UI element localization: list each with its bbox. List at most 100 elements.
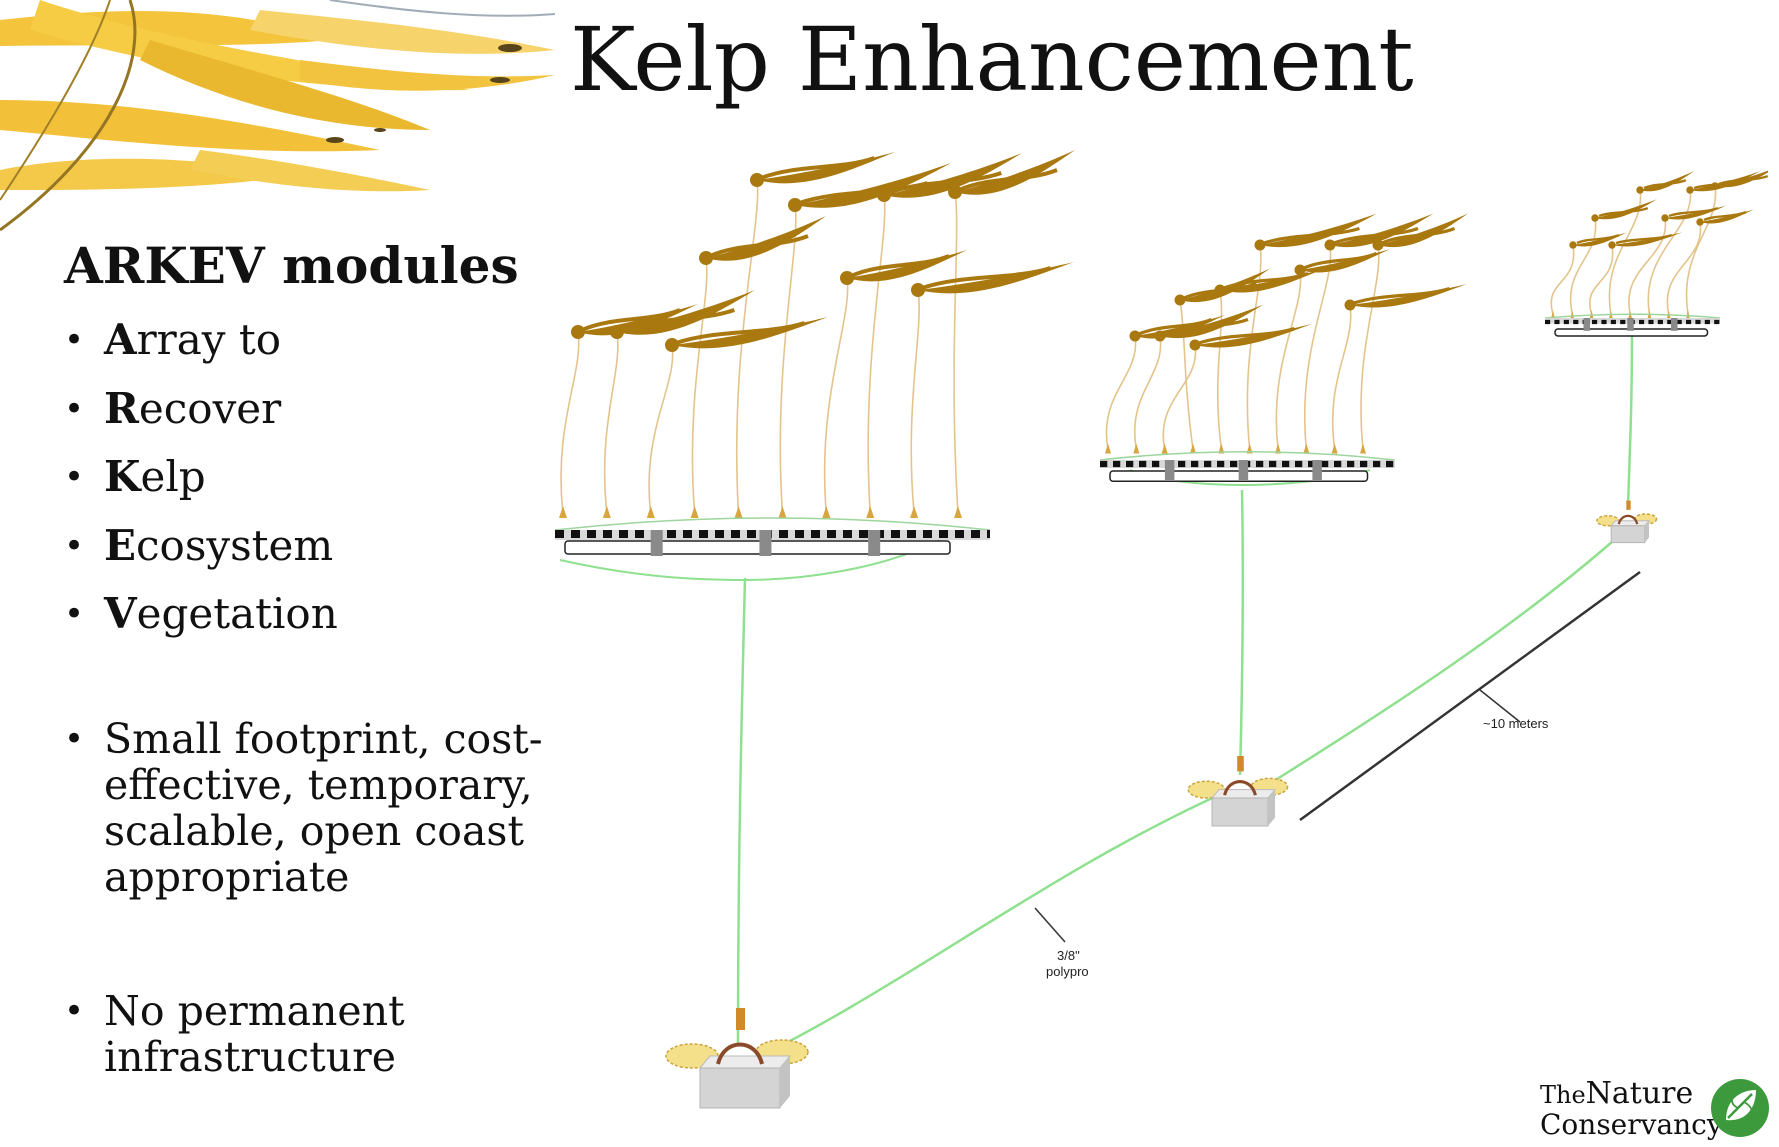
kelp-blade [1668, 206, 1719, 218]
frame-connector [868, 530, 881, 556]
kelp-holdfast [1686, 310, 1690, 319]
kelp-stipe [1685, 185, 1717, 315]
arkev-module-diagram: ~10 meters 3/8" polypro [554, 150, 1768, 1109]
kelp-holdfast [646, 506, 655, 518]
kelp-blade [760, 156, 875, 180]
rope-label-material: polypro [1046, 964, 1089, 979]
kelp-blade [706, 216, 826, 261]
kelp-blade [887, 171, 1002, 195]
kelp-holdfast [1275, 443, 1281, 454]
section-heading: ARKEV modules [64, 236, 519, 295]
anchor-swivel [1237, 756, 1244, 772]
frame-top-line [554, 517, 991, 531]
kelp-stipe [1303, 244, 1332, 450]
kelp-blade [1576, 233, 1620, 245]
kelp-stipe [953, 191, 959, 515]
kelp-stipe [1105, 335, 1137, 450]
acronym-item: Array to [64, 312, 338, 381]
kelp-stipe [910, 289, 920, 515]
acronym-item: Vegetation [64, 586, 338, 655]
kelp-blade [850, 254, 950, 278]
kelp-holdfast [1360, 443, 1366, 454]
kelp-stipe [1589, 244, 1614, 315]
kelp-blade [1598, 206, 1649, 218]
kelp-stipe [735, 179, 759, 515]
anchor-top [1610, 520, 1651, 527]
kelp-holdfast [734, 506, 743, 518]
anchor-block [699, 1067, 781, 1109]
frame-connector [1583, 318, 1590, 331]
page-title: Kelp Enhancement [570, 8, 1414, 111]
kelp-stipe [779, 204, 797, 515]
nature-conservancy-logo: TheNature Conservancy [1540, 1076, 1775, 1146]
distance-pointer [1479, 689, 1521, 723]
kelp-holdfast [1246, 443, 1253, 454]
kelp-blade [1163, 317, 1249, 336]
anchor-side [1644, 520, 1649, 543]
kelp-blade [1330, 213, 1434, 248]
kelp-blade [1715, 170, 1768, 188]
kelp-blade [1138, 317, 1213, 336]
kelp-stipe [1569, 217, 1597, 315]
frame-pipe [564, 540, 951, 555]
kelp-holdfast [1133, 443, 1140, 454]
kelp-blade [1198, 326, 1295, 345]
kelp-blade [617, 290, 755, 335]
kelp-blade [1260, 213, 1377, 248]
kelp-holdfast [602, 506, 611, 518]
kelp-blade [921, 266, 1052, 290]
kelp-stipe [1246, 244, 1262, 450]
anchor-blocks [665, 500, 1658, 1109]
kelp-stipe [1331, 304, 1352, 450]
kelp-stipe [1216, 289, 1223, 450]
anchor-ropes [559, 329, 1634, 1064]
kelp-blade [847, 250, 967, 282]
kelp-stipe [1550, 244, 1575, 315]
module-frames [554, 313, 1721, 556]
frame-top-line [1544, 313, 1721, 319]
kelp-holdfast [954, 506, 962, 518]
kelp-stipes [559, 179, 1717, 518]
kelp-holdfast [1589, 310, 1594, 319]
kelp-blade [578, 304, 698, 336]
kelp-stipe [1275, 269, 1302, 450]
kelp-holdfast [1303, 443, 1310, 454]
anchor-side [780, 1056, 790, 1108]
note-item: No permanent infrastructure [64, 988, 584, 1080]
frame-connector [1627, 318, 1634, 331]
acronym-item: Kelp [64, 449, 338, 518]
anchor-block [1211, 797, 1269, 827]
kelp-blade [1303, 251, 1378, 270]
kelp-blade [1333, 226, 1419, 245]
anchor-shackle [1223, 780, 1257, 796]
kelp-stipe [560, 331, 580, 515]
kelp-blade [1595, 199, 1658, 220]
kelp-blades [571, 150, 1768, 352]
kelp-holdfast [1161, 443, 1168, 454]
anchor-shackle [716, 1042, 764, 1065]
kelp-blade [1573, 232, 1627, 247]
anchor-shackle [1617, 514, 1639, 525]
acronym-list: Array to Recover Kelp Ecosystem Vegetati… [64, 312, 338, 655]
frame-connector [650, 530, 663, 556]
kelp-stipe [1647, 189, 1692, 315]
kelp-blade [1300, 249, 1390, 273]
kelp-stipe [1162, 344, 1197, 450]
kelp-stipe [648, 344, 674, 515]
leaf-logo-icon [1711, 1079, 1769, 1137]
kelp-blade [1223, 271, 1309, 290]
kelp-stipe [1628, 217, 1667, 315]
kelp-blade [1643, 178, 1687, 190]
kelp-stipe [867, 194, 886, 515]
kelp-blade [1381, 226, 1456, 245]
kelp-holdfast [822, 506, 831, 518]
anchor-top [1210, 789, 1277, 799]
kelp-stipe [1666, 221, 1702, 315]
kelp-blade [1703, 210, 1747, 222]
frame-connector [1164, 460, 1175, 480]
anchor-swivel [1626, 500, 1631, 510]
kelp-stipe [1360, 244, 1380, 450]
decorative-kelp-corner [0, 0, 556, 232]
kelp-blade [675, 321, 806, 345]
kelp-blade [1378, 213, 1468, 248]
